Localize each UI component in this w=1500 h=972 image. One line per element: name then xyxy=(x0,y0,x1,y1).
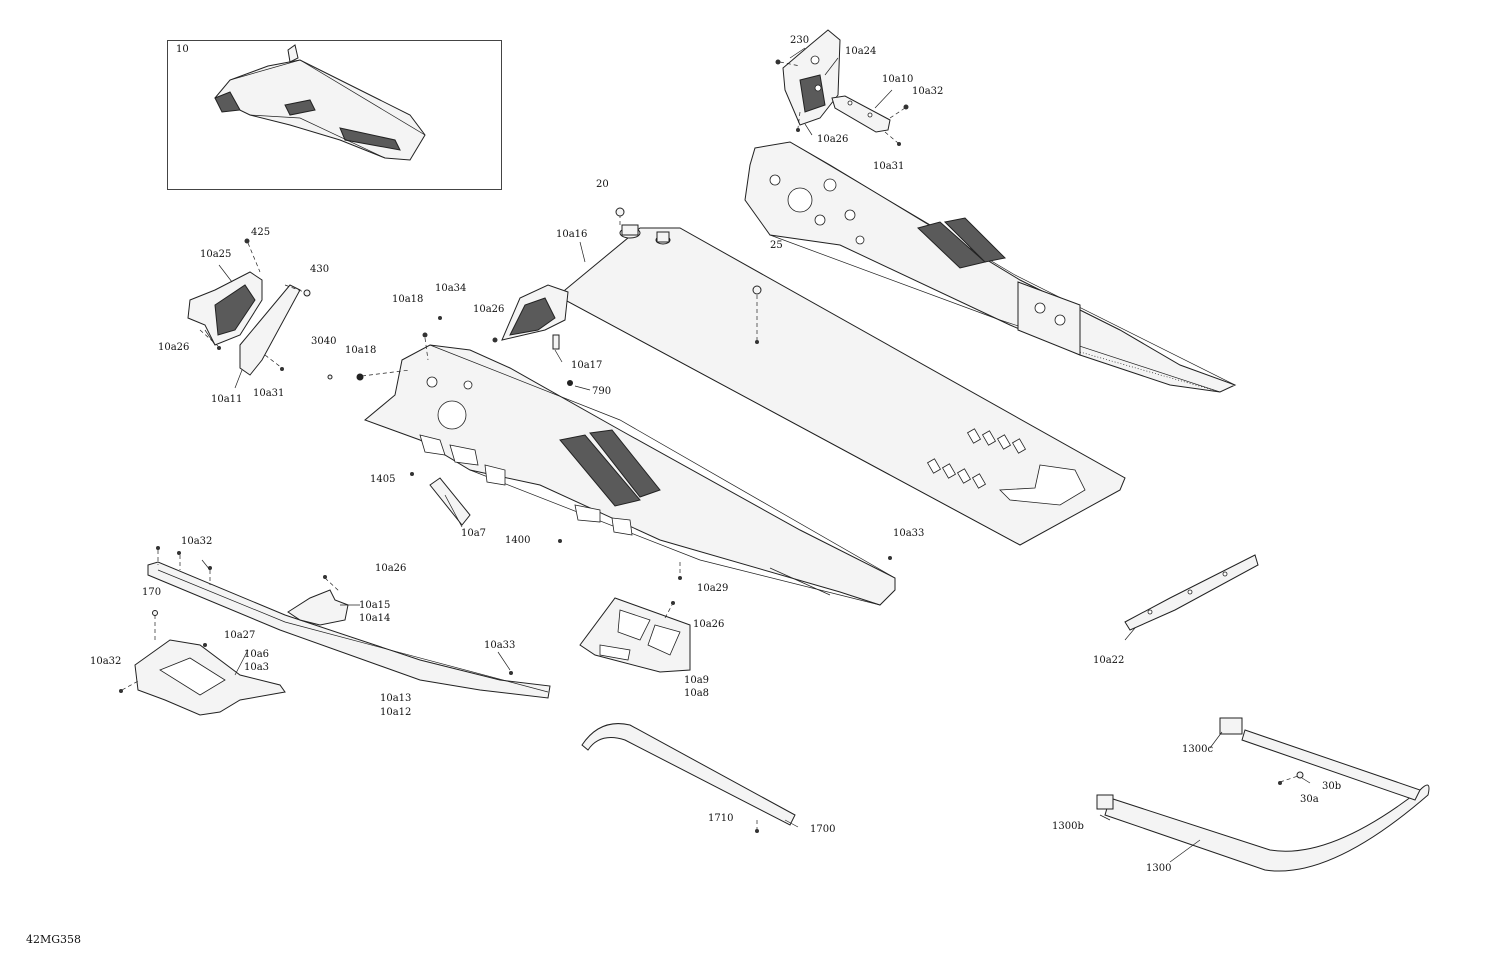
callout-10a6: 10a6 xyxy=(244,649,270,660)
left-tunnel-side-panel xyxy=(364,344,896,606)
callout-10a18: 10a18 xyxy=(392,294,424,305)
callout-10a32: 10a32 xyxy=(181,536,213,547)
callout-10a10: 10a10 xyxy=(882,74,914,85)
callout-10a33: 10a33 xyxy=(893,528,925,539)
front-footrest-plate xyxy=(119,610,286,716)
callout-1300: 1300 xyxy=(1146,863,1172,874)
callout-170: 170 xyxy=(142,587,162,598)
bottom-slide-rail xyxy=(581,723,796,833)
callout-10a22: 10a22 xyxy=(1093,655,1125,666)
callout-10a27: 10a27 xyxy=(224,630,256,641)
assembly-overview-frame xyxy=(167,40,502,190)
callout-230: 230 xyxy=(790,35,810,46)
callout-1700: 1700 xyxy=(810,824,836,835)
callout-10a8: 10a8 xyxy=(684,688,710,699)
callout-1405: 1405 xyxy=(370,474,396,485)
callout-10a15: 10a15 xyxy=(359,600,391,611)
tunnel-top-panel xyxy=(501,207,1126,546)
center-support-plate xyxy=(579,597,691,673)
callout-10a33: 10a33 xyxy=(484,640,516,651)
callout-10a9: 10a9 xyxy=(684,675,710,686)
callout-10a26: 10a26 xyxy=(375,563,407,574)
callout-10a32: 10a32 xyxy=(90,656,122,667)
callout-10a34: 10a34 xyxy=(435,283,467,294)
callout-10a25: 10a25 xyxy=(200,249,232,260)
callout-10a16: 10a16 xyxy=(556,229,588,240)
callout-20: 20 xyxy=(596,179,609,190)
rear-bumper xyxy=(1096,717,1430,872)
callout-10: 10 xyxy=(176,44,189,55)
callout-10a26: 10a26 xyxy=(817,134,849,145)
right-running-board-bracket xyxy=(1124,554,1259,631)
callout-10a32: 10a32 xyxy=(912,86,944,97)
callout-10a13: 10a13 xyxy=(380,693,412,704)
callout-1710: 1710 xyxy=(708,813,734,824)
callout-425: 425 xyxy=(251,227,271,238)
callout-10a17: 10a17 xyxy=(571,360,603,371)
callout-10a7: 10a7 xyxy=(461,528,487,539)
callout-10a14: 10a14 xyxy=(359,613,391,624)
callout-10a31: 10a31 xyxy=(873,161,905,172)
callout-10a26: 10a26 xyxy=(158,342,190,353)
running-board-bracket xyxy=(287,575,349,626)
callout-430: 430 xyxy=(310,264,330,275)
callout-1300c: 1300c xyxy=(1182,744,1214,755)
leader-lines xyxy=(201,47,1311,863)
right-tunnel-side-panel xyxy=(744,141,1237,393)
callout-10a29: 10a29 xyxy=(697,583,729,594)
rear-bracket-assembly xyxy=(775,29,909,146)
left-running-board xyxy=(147,546,551,699)
callout-10a12: 10a12 xyxy=(380,707,412,718)
callout-790: 790 xyxy=(592,386,612,397)
assembled-tunnel-thumbnail xyxy=(214,44,426,161)
callout-10a26: 10a26 xyxy=(473,304,505,315)
callout-1400: 1400 xyxy=(505,535,531,546)
drawing-id: 42MG358 xyxy=(26,933,82,946)
callout-10a3: 10a3 xyxy=(244,662,270,673)
callout-10a24: 10a24 xyxy=(845,46,877,57)
front-left-bracket xyxy=(187,238,311,376)
callout-30b: 30b xyxy=(1322,781,1342,792)
callout-10a31: 10a31 xyxy=(253,388,285,399)
callout-10a11: 10a11 xyxy=(211,394,243,405)
front-fasteners xyxy=(327,316,892,580)
tunnel-vent-openings xyxy=(926,428,1086,506)
callout-1300b: 1300b xyxy=(1052,821,1084,832)
callout-30a: 30a xyxy=(1300,794,1319,805)
callout-3040: 3040 xyxy=(311,336,337,347)
callout-10a26: 10a26 xyxy=(693,619,725,630)
callout-25: 25 xyxy=(770,240,783,251)
callout-10a18: 10a18 xyxy=(345,345,377,356)
